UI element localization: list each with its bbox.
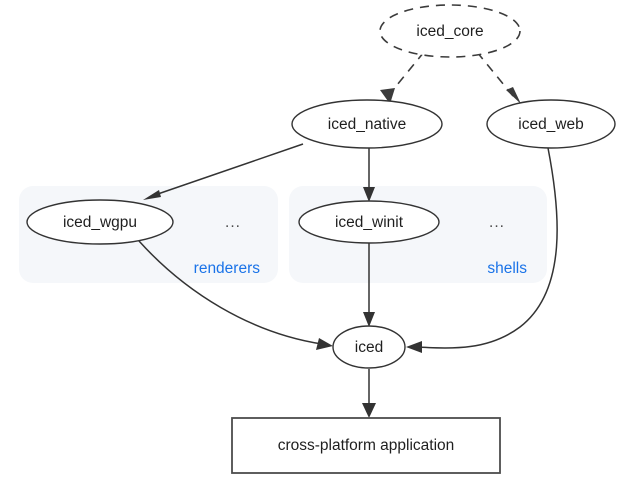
node-iced[interactable]: iced [332, 325, 406, 369]
shells-ellipsis: ... [489, 214, 505, 231]
edge-native-to-winit-arrowhead [363, 187, 375, 202]
edge-core-to-native [380, 51, 425, 104]
edge-core-to-web [476, 51, 521, 104]
edge-wgpu-to-iced [138, 240, 333, 350]
node-iced-core[interactable]: iced_core [379, 4, 521, 58]
iced-label: iced [355, 339, 383, 356]
shells-group-label: shells [487, 260, 527, 277]
iced-ellipse[interactable] [332, 325, 406, 369]
edge-native-to-wgpu [143, 143, 304, 200]
node-iced-winit[interactable]: iced_winit [298, 200, 440, 244]
iced-core-ellipse[interactable] [379, 4, 521, 58]
edge-web-to-iced-arrowhead [406, 341, 422, 353]
iced-winit-ellipse[interactable] [298, 200, 440, 244]
edge-core-to-native-arrowhead [380, 88, 395, 104]
iced-web-ellipse[interactable] [486, 99, 616, 149]
iced-wgpu-ellipse[interactable] [26, 199, 174, 245]
edge-native-to-wgpu-arrowhead [143, 190, 161, 200]
node-iced-web[interactable]: iced_web [486, 99, 616, 149]
edge-native-to-winit [363, 148, 375, 202]
iced-winit-label: iced_winit [335, 214, 404, 231]
iced-web-label: iced_web [518, 116, 584, 133]
node-cross-platform-application[interactable]: cross-platform application [231, 417, 501, 474]
node-iced-wgpu[interactable]: iced_wgpu [26, 199, 174, 245]
node-iced-native[interactable]: iced_native [291, 99, 443, 149]
iced-native-label: iced_native [328, 116, 406, 133]
edge-web-to-iced [406, 147, 558, 353]
edge-winit-to-iced [363, 243, 375, 327]
iced-wgpu-label: iced_wgpu [63, 214, 137, 231]
cross-platform-application-label: cross-platform application [278, 437, 455, 454]
iced-core-label: iced_core [416, 23, 483, 40]
cross-platform-application-box[interactable] [231, 417, 501, 474]
edge-wgpu-to-iced-line [138, 240, 323, 345]
renderers-group-label: renderers [194, 260, 261, 277]
edge-native-to-wgpu-line [151, 143, 304, 197]
edge-winit-to-iced-arrowhead [363, 312, 375, 327]
edge-wgpu-to-iced-arrowhead [316, 338, 333, 350]
edge-core-to-web-arrowhead [506, 87, 521, 104]
edge-iced-to-app [362, 369, 376, 418]
iced-native-ellipse[interactable] [291, 99, 443, 149]
edge-web-to-iced-line [416, 147, 558, 349]
edge-iced-to-app-arrowhead [362, 403, 376, 418]
renderers-ellipsis: ... [225, 214, 241, 231]
